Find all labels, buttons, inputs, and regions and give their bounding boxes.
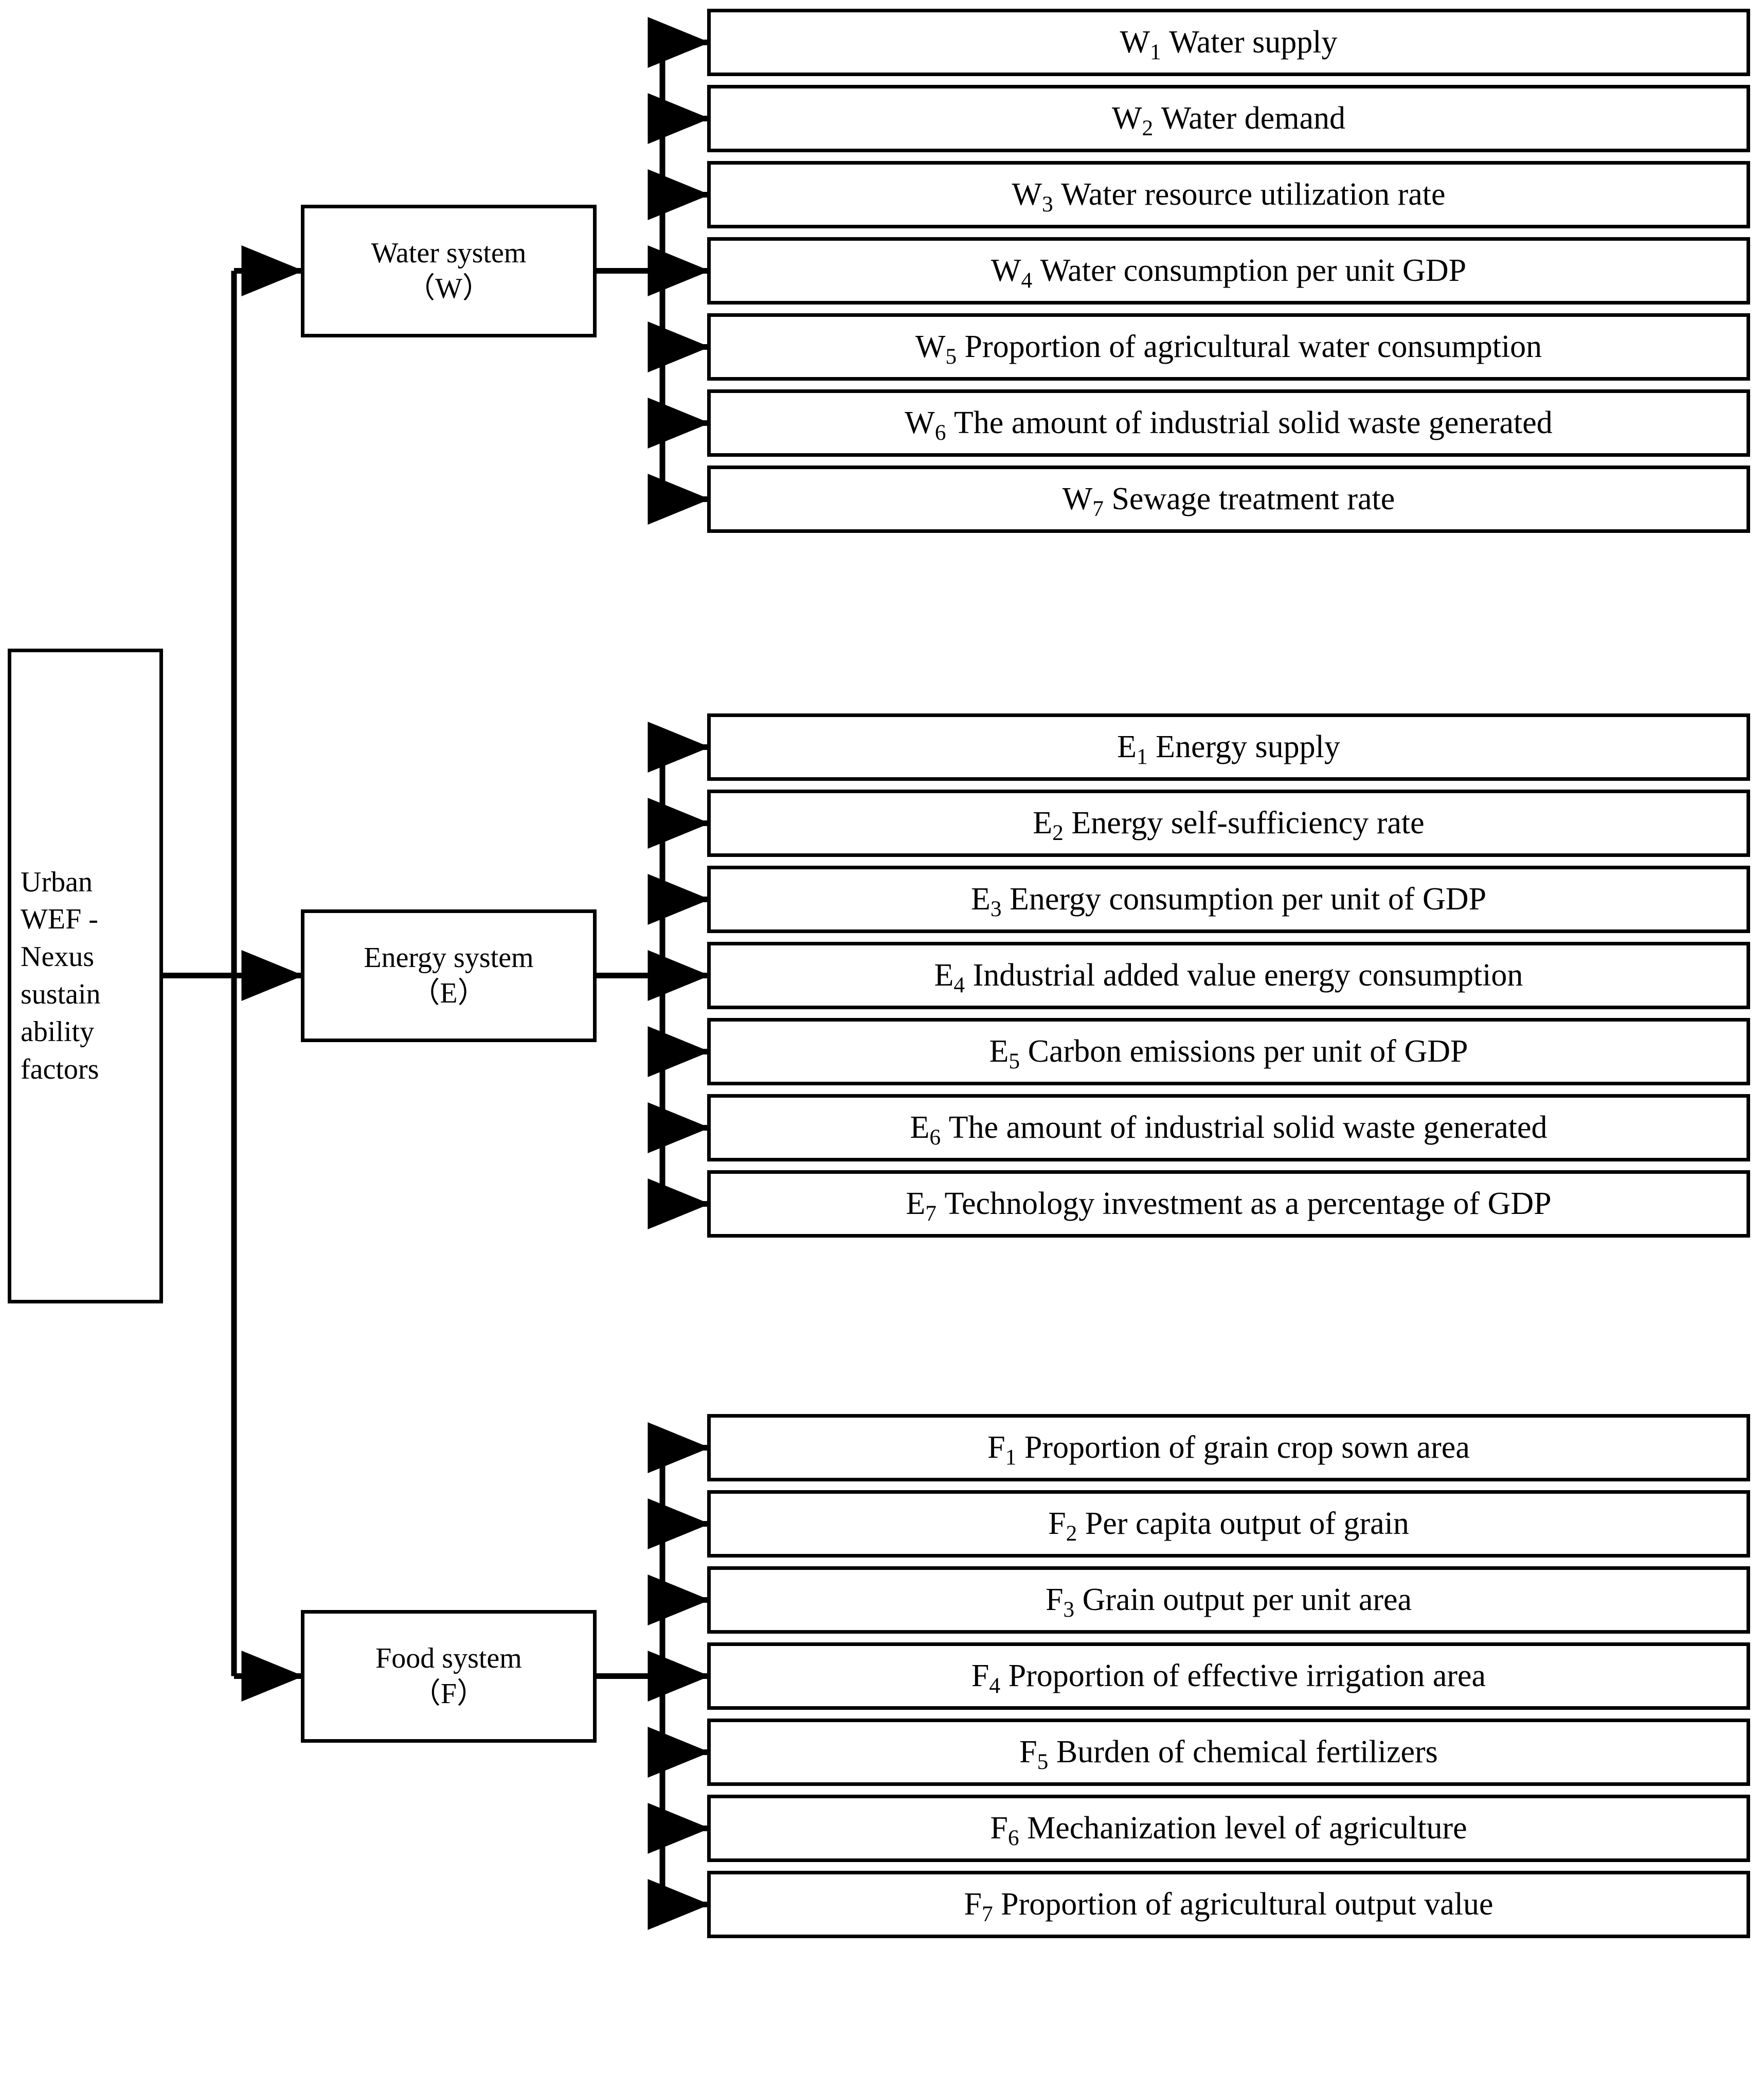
indicator-e3-text: E3 Energy consumption per unit of GDP [970, 881, 1487, 921]
indicator-w7-text: W7 Sewage treatment rate [1062, 481, 1395, 521]
indicator-f1[interactable]: F1 Proportion of grain crop sown area [707, 1414, 1750, 1481]
indicator-f4[interactable]: F4 Proportion of effective irrigation ar… [707, 1642, 1750, 1710]
indicator-w5[interactable]: W5 Proportion of agricultural water cons… [707, 313, 1750, 381]
indicator-e4[interactable]: E4 Industrial added value energy consump… [707, 942, 1750, 1009]
root-line-5: ability [21, 1015, 95, 1048]
indicator-w7[interactable]: W7 Sewage treatment rate [707, 466, 1750, 533]
system-node-energy-code: （E） [411, 977, 487, 1009]
indicator-f6-text: F6 Mechanization level of agriculture [990, 1810, 1467, 1850]
indicator-f7-text: F7 Proportion of agricultural output val… [964, 1886, 1493, 1926]
indicator-w1[interactable]: W1 Water supply [707, 9, 1750, 76]
indicator-w2[interactable]: W2 Water demand [707, 85, 1750, 152]
indicator-f3-text: F3 Grain output per unit area [1045, 1582, 1412, 1622]
indicator-f2-text: F2 Per capita output of grain [1048, 1506, 1409, 1546]
indicator-w6[interactable]: W6 The amount of industrial solid waste … [707, 389, 1750, 457]
indicator-e7[interactable]: E7 Technology investment as a percentage… [707, 1170, 1750, 1238]
root-node[interactable]: Urban WEF - Nexus sustain ability factor… [8, 648, 163, 1303]
root-line-3: Nexus [21, 941, 95, 973]
indicator-w4[interactable]: W4 Water consumption per unit GDP [707, 237, 1750, 305]
indicator-f7[interactable]: F7 Proportion of agricultural output val… [707, 1871, 1750, 1938]
root-node-text: Urban WEF - Nexus sustain ability factor… [21, 864, 101, 1088]
system-node-water-name: Water system [371, 237, 527, 270]
indicator-w4-text: W4 Water consumption per unit GDP [991, 253, 1467, 293]
system-node-energy-name: Energy system [364, 942, 534, 974]
indicator-f6[interactable]: F6 Mechanization level of agriculture [707, 1795, 1750, 1862]
indicator-w2-text: W2 Water demand [1112, 100, 1345, 140]
system-node-food[interactable]: Food system （F） [301, 1609, 597, 1743]
indicator-f3[interactable]: F3 Grain output per unit area [707, 1566, 1750, 1634]
root-line-4: sustain [21, 978, 101, 1010]
indicator-w1-text: W1 Water supply [1120, 24, 1338, 64]
indicator-e3[interactable]: E3 Energy consumption per unit of GDP [707, 866, 1750, 933]
system-node-water[interactable]: Water system （W） [301, 204, 597, 337]
indicator-e6[interactable]: E6 The amount of industrial solid waste … [707, 1094, 1750, 1161]
indicator-e2-text: E2 Energy self-sufficiency rate [1033, 805, 1425, 845]
indicator-f2[interactable]: F2 Per capita output of grain [707, 1490, 1750, 1558]
system-node-energy[interactable]: Energy system （E） [301, 909, 597, 1042]
indicator-e6-text: E6 The amount of industrial solid waste … [910, 1110, 1547, 1150]
indicator-e5[interactable]: E5 Carbon emissions per unit of GDP [707, 1018, 1750, 1085]
root-line-6: factors [21, 1053, 99, 1085]
indicator-w6-text: W6 The amount of industrial solid waste … [905, 405, 1553, 445]
system-node-food-name: Food system [375, 1642, 522, 1675]
indicator-e1[interactable]: E1 Energy supply [707, 713, 1750, 781]
root-line-2: WEF - [21, 903, 98, 936]
indicator-w5-text: W5 Proportion of agricultural water cons… [915, 329, 1542, 369]
indicator-f5[interactable]: F5 Burden of chemical fertilizers [707, 1719, 1750, 1786]
indicator-f5-text: F5 Burden of chemical fertilizers [1019, 1734, 1438, 1774]
system-node-food-code: （F） [411, 1677, 486, 1710]
indicator-e1-text: E1 Energy supply [1117, 729, 1340, 769]
indicator-f4-text: F4 Proportion of effective irrigation ar… [971, 1658, 1486, 1698]
indicator-f1-text: F1 Proportion of grain crop sown area [987, 1429, 1470, 1470]
indicator-e4-text: E4 Industrial added value energy consump… [934, 957, 1523, 997]
indicator-e7-text: E7 Technology investment as a percentage… [906, 1186, 1552, 1226]
system-node-water-code: （W） [406, 272, 491, 305]
indicator-w3[interactable]: W3 Water resource utilization rate [707, 161, 1750, 228]
indicator-e2[interactable]: E2 Energy self-sufficiency rate [707, 790, 1750, 857]
root-line-1: Urban [21, 866, 93, 898]
indicator-e5-text: E5 Carbon emissions per unit of GDP [989, 1033, 1468, 1074]
indicator-w3-text: W3 Water resource utilization rate [1012, 176, 1446, 217]
